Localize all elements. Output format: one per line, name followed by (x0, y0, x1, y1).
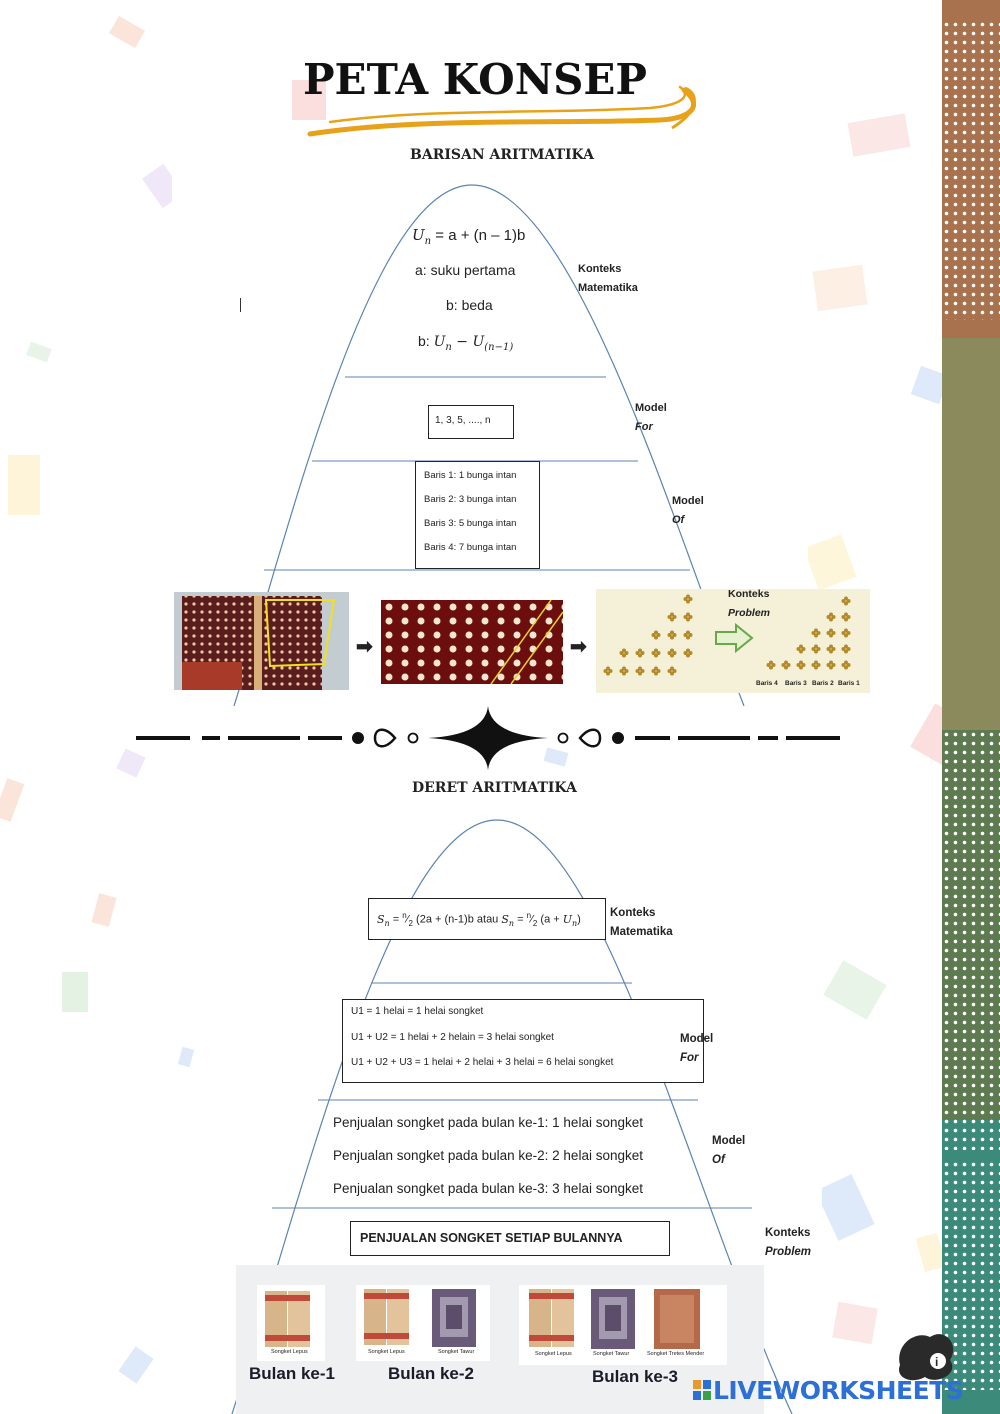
arrow-right-icon: ➡ (570, 636, 587, 658)
songket-name: Songket Tretes Mender (647, 1351, 705, 1357)
songket-name: Songket Lepus (271, 1349, 308, 1355)
svg-text:i: i (935, 1355, 938, 1369)
flower-mark (841, 612, 851, 622)
a-definition: a: suku pertama (415, 262, 516, 278)
arrow-right-icon: ➡ (356, 636, 373, 658)
month-caption: Bulan ke-3 (592, 1367, 678, 1386)
baris-row: Baris 3: 5 bunga intan (424, 518, 517, 529)
flower-mark (841, 644, 851, 654)
ornamental-divider (136, 706, 840, 770)
month-caption: Bulan ke-2 (388, 1364, 474, 1383)
formula-un: Un = a + (n – 1)b (412, 226, 526, 247)
songket-name: Songket Lepus (535, 1351, 572, 1357)
month-caption: Bulan ke-1 (249, 1364, 335, 1383)
flower-mark (651, 648, 661, 658)
flower-mark (667, 630, 677, 640)
flower-mark (826, 612, 836, 622)
songket-name: Songket Tawur (438, 1349, 475, 1355)
baris-row: Baris 4: 7 bunga intan (424, 542, 517, 553)
flower-mark (667, 612, 677, 622)
flower-mark (811, 628, 821, 638)
flower-mark (603, 666, 613, 676)
songket-card: Songket Lepus Songket Tawur Songket Tret… (519, 1285, 727, 1365)
model-for-line: U1 + U2 = 1 helai + 2 helain = 3 helai s… (351, 1032, 554, 1043)
deret-header: DERET ARITMATIKA (412, 780, 577, 796)
flower-mark (667, 648, 677, 658)
flower-mark (651, 630, 661, 640)
flower-mark (683, 612, 693, 622)
songket-name: Songket Lepus (368, 1349, 405, 1355)
flower-mark (826, 644, 836, 654)
pattern-row-label: Baris 4 (756, 680, 778, 687)
arrow-right-outline-icon (714, 622, 754, 658)
b-formula: b: Un − U(n−1) (418, 333, 514, 353)
text-cursor-mark (240, 298, 241, 312)
songket-closeup-photo (381, 600, 563, 684)
pattern-row-label: Baris 3 (785, 680, 807, 687)
model-of-line: Penjualan songket pada bulan ke-1: 1 hel… (333, 1115, 643, 1130)
songket-photo (174, 592, 349, 690)
b-definition: b: beda (446, 297, 493, 313)
flower-mark (826, 628, 836, 638)
sn-formula-box: Sn = n⁄2 (2a + (n-1)b atau Sn = n⁄2 (a +… (368, 898, 606, 940)
flower-mark (619, 666, 629, 676)
flower-mark (766, 660, 776, 670)
flower-mark (683, 594, 693, 604)
flower-mark (781, 660, 791, 670)
baris-row: Baris 2: 3 bunga intan (424, 494, 517, 505)
model-for-box: U1 = 1 helai = 1 helai songket U1 + U2 =… (342, 999, 704, 1083)
flower-mark (841, 596, 851, 606)
sequence-box: 1, 3, 5, ...., n (428, 405, 514, 439)
flower-mark (635, 648, 645, 658)
deret-pyramid-outline (231, 819, 793, 1414)
model-for-line: U1 + U2 + U3 = 1 helai + 2 helai + 3 hel… (351, 1057, 614, 1068)
flower-mark (683, 630, 693, 640)
brand-text: LIVEWORKSHEETS (713, 1376, 964, 1405)
lw-logo-icon (693, 1380, 711, 1400)
sn-formula: Sn = n⁄2 (2a + (n-1)b atau Sn = n⁄2 (a +… (377, 911, 581, 928)
model-of-line: Penjualan songket pada bulan ke-3: 3 hel… (333, 1181, 643, 1196)
flower-mark (841, 628, 851, 638)
flower-mark (683, 648, 693, 658)
flower-mark (796, 644, 806, 654)
songket-name: Songket Tawur (593, 1351, 630, 1357)
flower-mark (635, 666, 645, 676)
flower-mark (796, 660, 806, 670)
ink-splash-icon: i (890, 1325, 960, 1390)
flower-mark (841, 660, 851, 670)
baris-row: Baris 1: 1 bunga intan (424, 470, 517, 481)
title-underline-swoosh (307, 85, 697, 137)
flower-mark (651, 666, 661, 676)
model-of-line: Penjualan songket pada bulan ke-2: 2 hel… (333, 1148, 643, 1163)
songket-card: Songket Lepus Songket Tawur (356, 1285, 490, 1361)
model-for-line: U1 = 1 helai = 1 helai songket (351, 1006, 484, 1017)
flower-mark (826, 660, 836, 670)
songket-card: Songket Lepus (257, 1285, 325, 1361)
flower-mark (667, 666, 677, 676)
pattern-row-label: Baris 1 (838, 680, 860, 687)
flower-mark (619, 648, 629, 658)
page-title: PETA KONSEP (302, 55, 648, 104)
baris-list-box: Baris 1: 1 bunga intan Baris 2: 3 bunga … (415, 461, 540, 569)
pattern-row-label: Baris 2 (812, 680, 834, 687)
problem-title-box: PENJUALAN SONGKET SETIAP BULANNYA (350, 1221, 670, 1256)
flower-mark (811, 660, 821, 670)
flower-mark (811, 644, 821, 654)
barisan-header: BARISAN ARITMATIKA (410, 147, 595, 163)
problem-title: PENJUALAN SONGKET SETIAP BULANNYA (360, 1231, 623, 1245)
